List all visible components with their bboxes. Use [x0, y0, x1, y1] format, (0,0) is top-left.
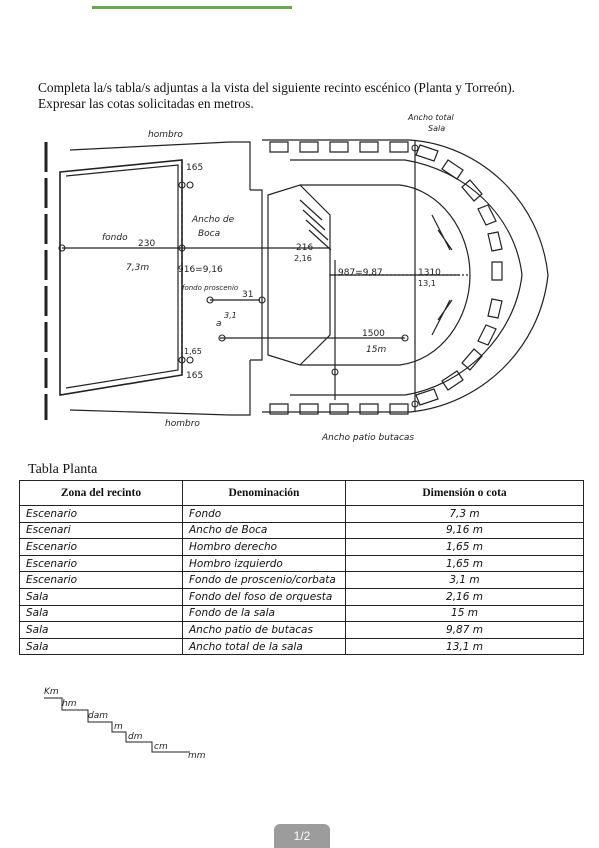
label-hombro-bottom: hombro — [165, 419, 200, 429]
cell-zona: Escenario — [19, 538, 183, 556]
cell-denominacion: Ancho de Boca — [182, 521, 346, 540]
dim-216: 216 — [296, 243, 313, 253]
dim-165-bottom: 165 — [186, 371, 203, 381]
unit-mm: mm — [188, 751, 206, 760]
label-ancho-total-2: Sala — [428, 124, 445, 133]
unit-hm: hm — [62, 699, 77, 709]
cell-zona: Escenario — [19, 505, 183, 523]
table-header-row: Zona del recinto Denominación Dimensión … — [19, 480, 584, 506]
cell-zona: Sala — [19, 604, 183, 623]
dim-3-1: 3,1 — [224, 311, 237, 320]
label-ancho-patio: Ancho patio butacas — [321, 433, 414, 443]
header-dimension: Dimensión o cota — [345, 480, 584, 506]
dim-216-m: 2,16 — [294, 254, 312, 263]
cell-zona: Escenari — [19, 521, 183, 540]
cell-dimension: 1,65 m — [345, 538, 584, 556]
cell-zona: Sala — [19, 637, 183, 656]
label-ancho-total-1: Ancho total — [407, 113, 455, 122]
cell-dimension: 9,87 m — [345, 621, 584, 639]
unit-dam: dam — [88, 711, 108, 721]
cell-zona: Escenario — [19, 571, 183, 589]
floor-plan-drawing: hombro hombro fondo Ancho de Boca fondo … — [44, 113, 549, 443]
dim-1500: 1500 — [362, 329, 385, 339]
tabla-planta: Zona del recinto Denominación Dimensión … — [19, 480, 584, 656]
dim-165-top: 165 — [186, 163, 203, 173]
cell-denominacion: Fondo — [182, 505, 346, 523]
page-indicator[interactable]: 1/2 — [274, 824, 330, 848]
instruction-line-2: Expresar las cotas solicitadas en metros… — [38, 96, 254, 111]
dim-1310: 1310 — [418, 268, 441, 278]
header-denominacion: Denominación — [182, 480, 346, 506]
cell-dimension: 13,1 m — [345, 637, 584, 656]
label-fondo-proscenio: fondo proscenio — [182, 284, 238, 292]
dim-916: 916=9,16 — [178, 265, 223, 275]
cell-denominacion: Fondo del foso de orquesta — [182, 587, 346, 606]
cell-zona: Escenario — [19, 554, 183, 573]
cell-dimension: 7,3 m — [345, 505, 584, 523]
top-accent-bar — [92, 6, 292, 9]
dim-31: 31 — [242, 290, 253, 300]
cell-denominacion: Hombro izquierdo — [182, 554, 346, 573]
table-caption: Tabla Planta — [28, 462, 98, 477]
dim-987: 987=9,87 — [338, 268, 383, 278]
dim-13-1: 13,1 — [418, 279, 436, 288]
cell-denominacion: Ancho patio de butacas — [182, 621, 346, 639]
unit-dm: dm — [128, 732, 143, 742]
cell-dimension: 15 m — [345, 604, 584, 623]
unit-staircase: Km hm dam m dm cm mm — [44, 687, 206, 760]
unit-cm: cm — [154, 742, 168, 752]
dim-15m: 15m — [366, 345, 386, 355]
label-letter-a: a — [216, 319, 222, 329]
cell-denominacion: Ancho total de la sala — [182, 637, 346, 656]
cell-dimension: 9,16 m — [345, 521, 584, 540]
cell-dimension: 1,65 m — [345, 554, 584, 573]
cell-zona: Sala — [19, 587, 183, 606]
cell-denominacion: Hombro derecho — [182, 538, 346, 556]
cell-zona: Sala — [19, 621, 183, 639]
dim-230-m: 7,3m — [126, 263, 149, 273]
cell-dimension: 3,1 m — [345, 571, 584, 589]
dim-230: 230 — [138, 239, 155, 249]
label-ancho-boca-2: Boca — [198, 229, 220, 239]
instruction-line-1: Completa la/s tabla/s adjuntas a la vist… — [38, 80, 516, 95]
instructions: Completa la/s tabla/s adjuntas a la vist… — [38, 80, 578, 112]
cell-dimension: 2,16 m — [345, 587, 584, 606]
dim-165-m: 1,65 — [184, 347, 202, 356]
header-zona: Zona del recinto — [19, 480, 183, 506]
cell-denominacion: Fondo de la sala — [182, 604, 346, 623]
unit-m: m — [114, 722, 123, 732]
label-ancho-boca-1: Ancho de — [191, 215, 235, 225]
label-hombro-top: hombro — [148, 130, 183, 140]
cell-denominacion: Fondo de proscenio/corbata — [182, 571, 346, 589]
label-fondo: fondo — [102, 233, 128, 243]
unit-km: Km — [44, 687, 59, 697]
